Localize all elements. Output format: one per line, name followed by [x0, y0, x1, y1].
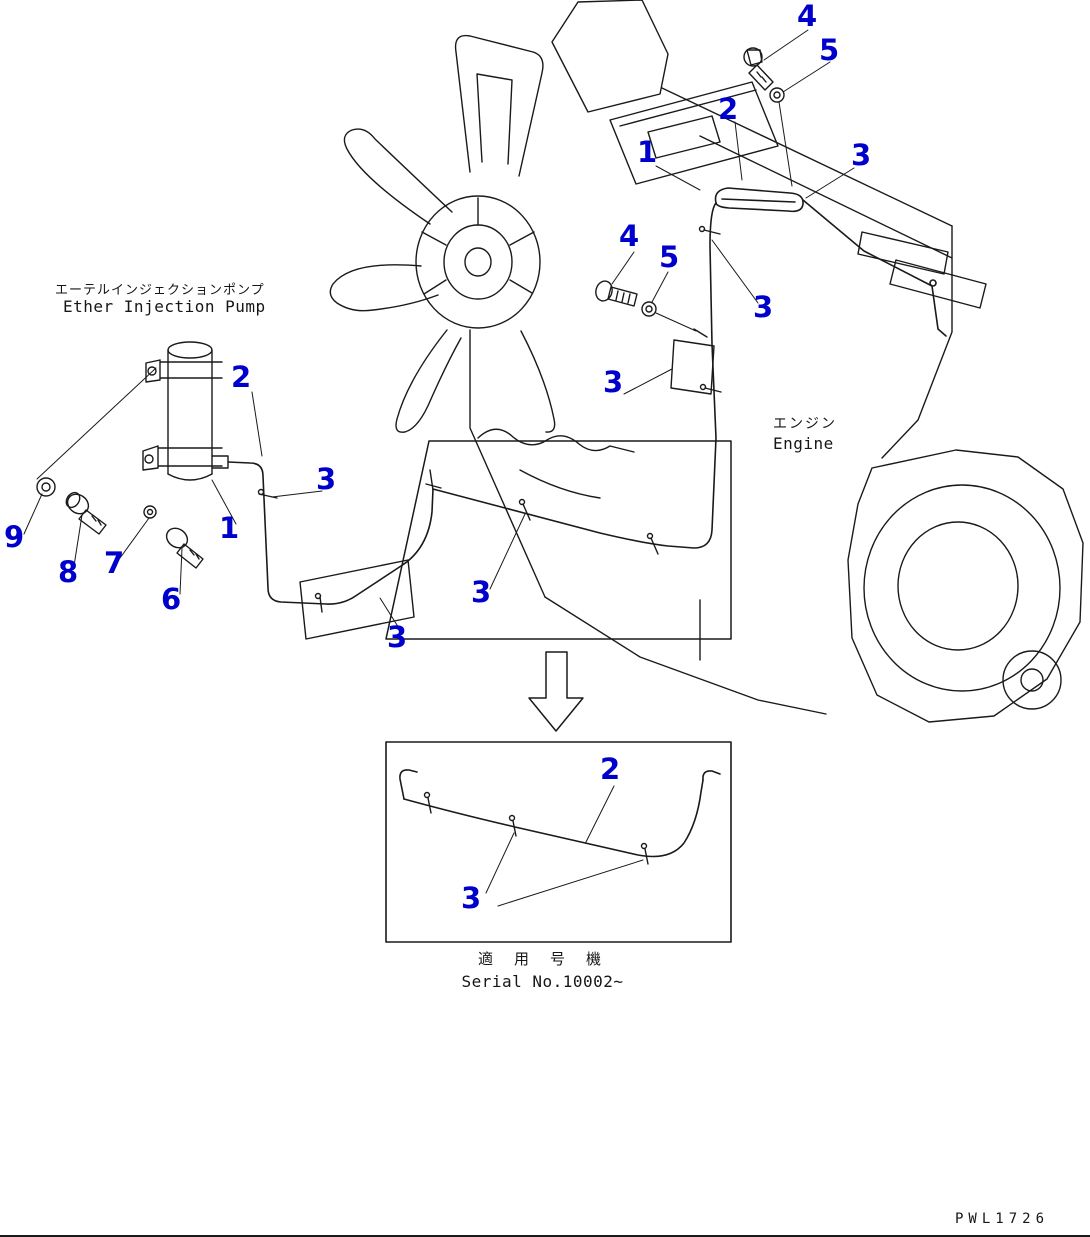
callout-1-pump: 1 [219, 511, 240, 545]
serial-caption: 適 用 号 機 Serial No.10002~ [370, 948, 715, 991]
callout-4-mid: 4 [619, 219, 640, 253]
fan [329, 34, 556, 433]
drawing-code: PWL1726 [955, 1211, 1050, 1227]
callout-2-inset: 2 [600, 752, 621, 786]
mounting-hardware [36, 47, 785, 569]
callout-2-pump: 2 [231, 360, 252, 394]
callout-9-washer: 9 [4, 520, 25, 554]
callout-4-top: 4 [797, 0, 818, 33]
inset-tube [399, 769, 721, 858]
callout-3-riser: 3 [753, 290, 774, 324]
callout-6-bolt: 6 [161, 582, 182, 616]
callout-3-inset: 3 [461, 881, 482, 915]
callout-3-elbow: 3 [316, 462, 337, 496]
callout-7-nut: 7 [104, 546, 125, 580]
callout-5-top: 5 [819, 33, 840, 67]
detail-arrow [528, 651, 584, 732]
callout-5-mid: 5 [659, 240, 680, 274]
callout-2-top: 2 [718, 92, 739, 126]
serial-caption-jp: 適 用 号 機 [477, 950, 608, 968]
engine-block [469, 0, 987, 715]
ether-injection-pump [142, 341, 229, 481]
leader-lines [23, 29, 855, 907]
engine-label-en: Engine [773, 434, 834, 453]
callout-3-top-right: 3 [851, 138, 872, 172]
callout-1-top: 1 [637, 135, 658, 169]
callout-3-shelf: 3 [387, 620, 408, 654]
callout-3-region: 3 [471, 575, 492, 609]
pump-label-jp: エーテルインジェクションポンプ [55, 283, 265, 298]
ether-tube-run [227, 187, 947, 605]
flywheel-housing [847, 449, 1084, 723]
inset-tube-clips [423, 791, 649, 865]
mounting-plates [299, 339, 715, 640]
engine-label-jp: エンジン [773, 416, 837, 432]
tube-clips [257, 225, 722, 613]
detail-inset-box [385, 741, 732, 943]
detail-region-outline [385, 440, 732, 640]
serial-caption-en: Serial No.10002~ [461, 972, 624, 991]
callout-3-plate: 3 [603, 365, 624, 399]
callout-8-bolt: 8 [58, 555, 79, 589]
pump-label-en: Ether Injection Pump [63, 297, 266, 316]
